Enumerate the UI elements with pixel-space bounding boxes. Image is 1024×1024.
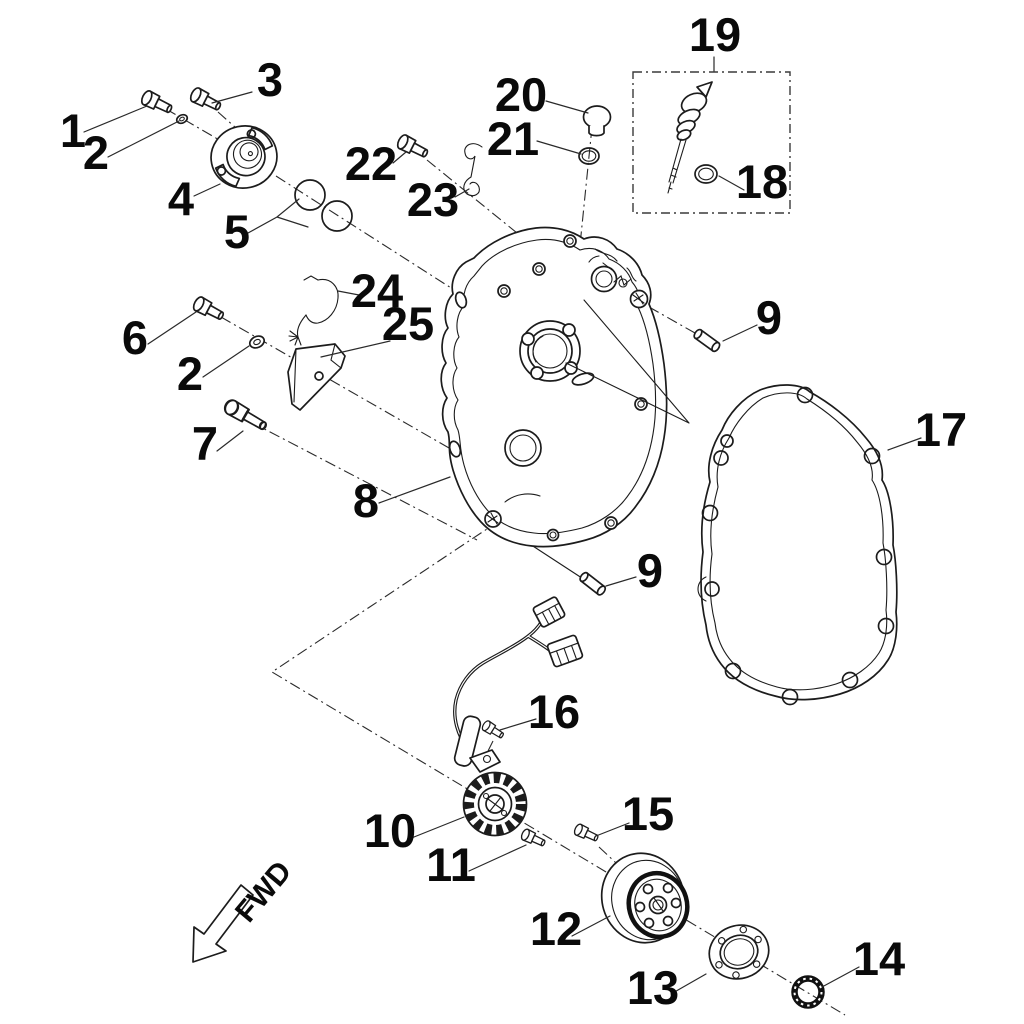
callout-19: 19 (689, 8, 741, 61)
callout-4: 4 (168, 172, 194, 225)
cover-side-boss-lower (448, 440, 462, 458)
axis-bolt7-to-cover (250, 421, 478, 541)
callout-11: 11 (426, 838, 476, 891)
callout-5: 5 (224, 205, 250, 258)
axis-bolt1-to-cap (165, 108, 222, 142)
cover-lower-boss (504, 429, 542, 467)
callout-12: 12 (530, 902, 582, 955)
washer-2-lower (248, 335, 266, 349)
crankcase-cover (440, 226, 668, 548)
callout-18: 18 (736, 155, 788, 208)
gasket-bolt-holes (697, 386, 895, 706)
cover-filler-neck (590, 265, 618, 293)
wire-clamp-24 (288, 275, 339, 346)
o-ring-5b (321, 200, 353, 232)
o-ring-18 (694, 164, 718, 184)
callout-24: 24 (351, 264, 403, 317)
callout-3: 3 (257, 53, 283, 106)
callout-1: 1 (60, 104, 86, 157)
cover-bearing-boss (519, 320, 581, 382)
leader-lines (83, 56, 922, 995)
fwd-arrow (192, 884, 254, 963)
fwd-indicator: FWD (192, 855, 298, 963)
axis-dowel-top (648, 306, 696, 334)
callout-15: 15 (622, 787, 674, 840)
stator-10 (462, 771, 528, 837)
callout-25: 25 (382, 297, 434, 350)
callout-9-bottom: 9 (637, 544, 663, 597)
flange-13 (708, 924, 770, 980)
gasket-outer-outline (700, 384, 898, 701)
callout-20: 20 (495, 68, 547, 121)
cover-gasket (697, 384, 898, 706)
callout-2-upper: 2 (83, 126, 109, 179)
oil-filler-cap-4 (210, 125, 278, 189)
callout-21: 21 (487, 112, 539, 165)
bolt-3 (187, 85, 224, 115)
rubber-cap-20 (582, 105, 612, 137)
oil-dipstick-19 (667, 81, 713, 194)
axis-cap4-orings-to-cover (275, 175, 460, 294)
callout-23: 23 (407, 173, 459, 226)
bolt-6 (190, 294, 227, 324)
flywheel-rotor-12 (600, 852, 690, 944)
bolt-1 (138, 88, 176, 118)
connector-2 (546, 634, 584, 668)
callout-labels: 1 2 3 4 5 22 23 20 21 19 18 6 2 24 25 7 … (60, 8, 967, 1014)
o-ring-5a (294, 179, 326, 211)
callout-2-lower: 2 (177, 347, 203, 400)
callout-16: 16 (528, 685, 580, 738)
axis-cap20-to-cover (578, 126, 593, 256)
cover-dowel-hole-bottom (484, 510, 502, 528)
pickup-coil (453, 715, 501, 773)
callout-13: 13 (627, 961, 679, 1014)
axis-bolt3-to-cap (217, 111, 237, 129)
inset-box-dipstick (632, 71, 791, 214)
bolt-7 (221, 396, 271, 435)
callout-22: 22 (345, 137, 397, 190)
axis-bolt16 (481, 740, 494, 764)
stator-harness (453, 596, 584, 751)
flywheel-holes (634, 882, 682, 929)
cover-drain-slot (571, 372, 595, 386)
callout-17: 17 (915, 403, 967, 456)
callout-6: 6 (122, 311, 148, 364)
callout-7: 7 (192, 417, 218, 470)
bearing-14 (791, 975, 825, 1009)
callout-14: 14 (853, 932, 905, 985)
callout-9-top: 9 (756, 291, 782, 344)
bolt-15 (572, 822, 601, 845)
callout-8: 8 (353, 474, 379, 527)
cover-inner-flange (452, 238, 657, 535)
cover-dowel-hole-right (629, 289, 649, 309)
callout-10: 10 (364, 804, 416, 857)
cover-outer-outline (440, 226, 668, 548)
cover-cast-ribs (504, 248, 637, 503)
spring-hook-23 (463, 143, 483, 197)
cover-side-boss-upper (454, 291, 468, 309)
o-ring-21 (578, 147, 600, 165)
dowel-pin-9-top (691, 327, 723, 354)
cover-bolt-holes (497, 234, 648, 542)
connector-1 (532, 596, 566, 628)
washer-2-upper (175, 113, 189, 125)
assembly-direction-arrow (565, 299, 690, 424)
bracket-25 (287, 343, 346, 411)
dowel-pin-9-bottom (577, 570, 608, 598)
